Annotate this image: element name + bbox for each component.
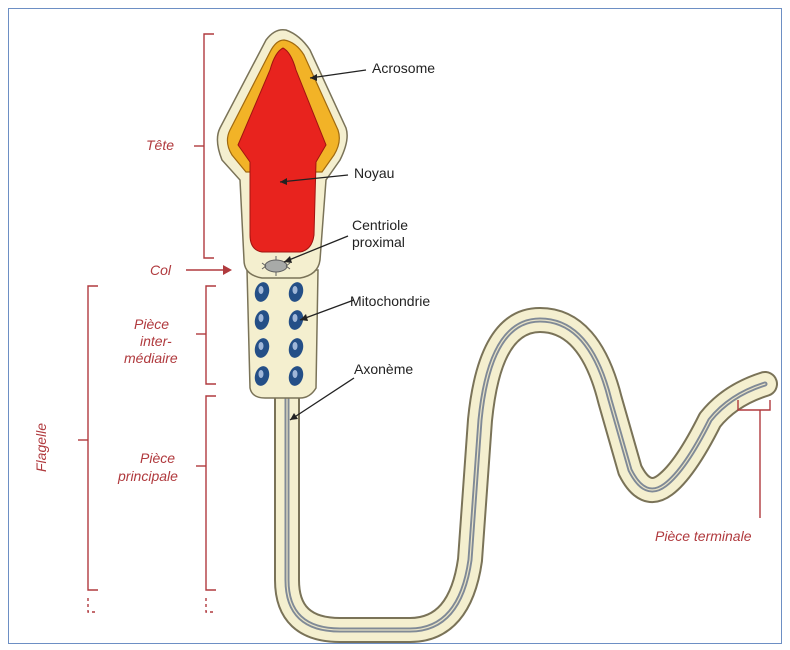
label-tete: Tête [146, 137, 174, 153]
label-piece-terminale: Pièce terminale [655, 528, 752, 544]
label-centriole-line1: Centriole [352, 217, 408, 233]
label-flagelle: Flagelle [33, 423, 49, 472]
label-piece-inter-1: Pièce [134, 316, 169, 332]
label-axoneme: Axonème [354, 361, 413, 377]
label-piece-inter-2: inter- [140, 333, 172, 349]
label-acrosome: Acrosome [372, 60, 435, 76]
label-mitochondrie: Mitochondrie [350, 293, 430, 309]
label-piece-principale-1: Pièce [140, 450, 175, 466]
left-brackets [78, 34, 770, 612]
label-col: Col [150, 262, 172, 278]
col-arrow [186, 265, 232, 275]
label-noyau: Noyau [354, 165, 394, 181]
label-centriole-line2: proximal [352, 234, 405, 250]
label-piece-principale-2: principale [117, 468, 178, 484]
label-piece-inter-3: médiaire [124, 350, 178, 366]
